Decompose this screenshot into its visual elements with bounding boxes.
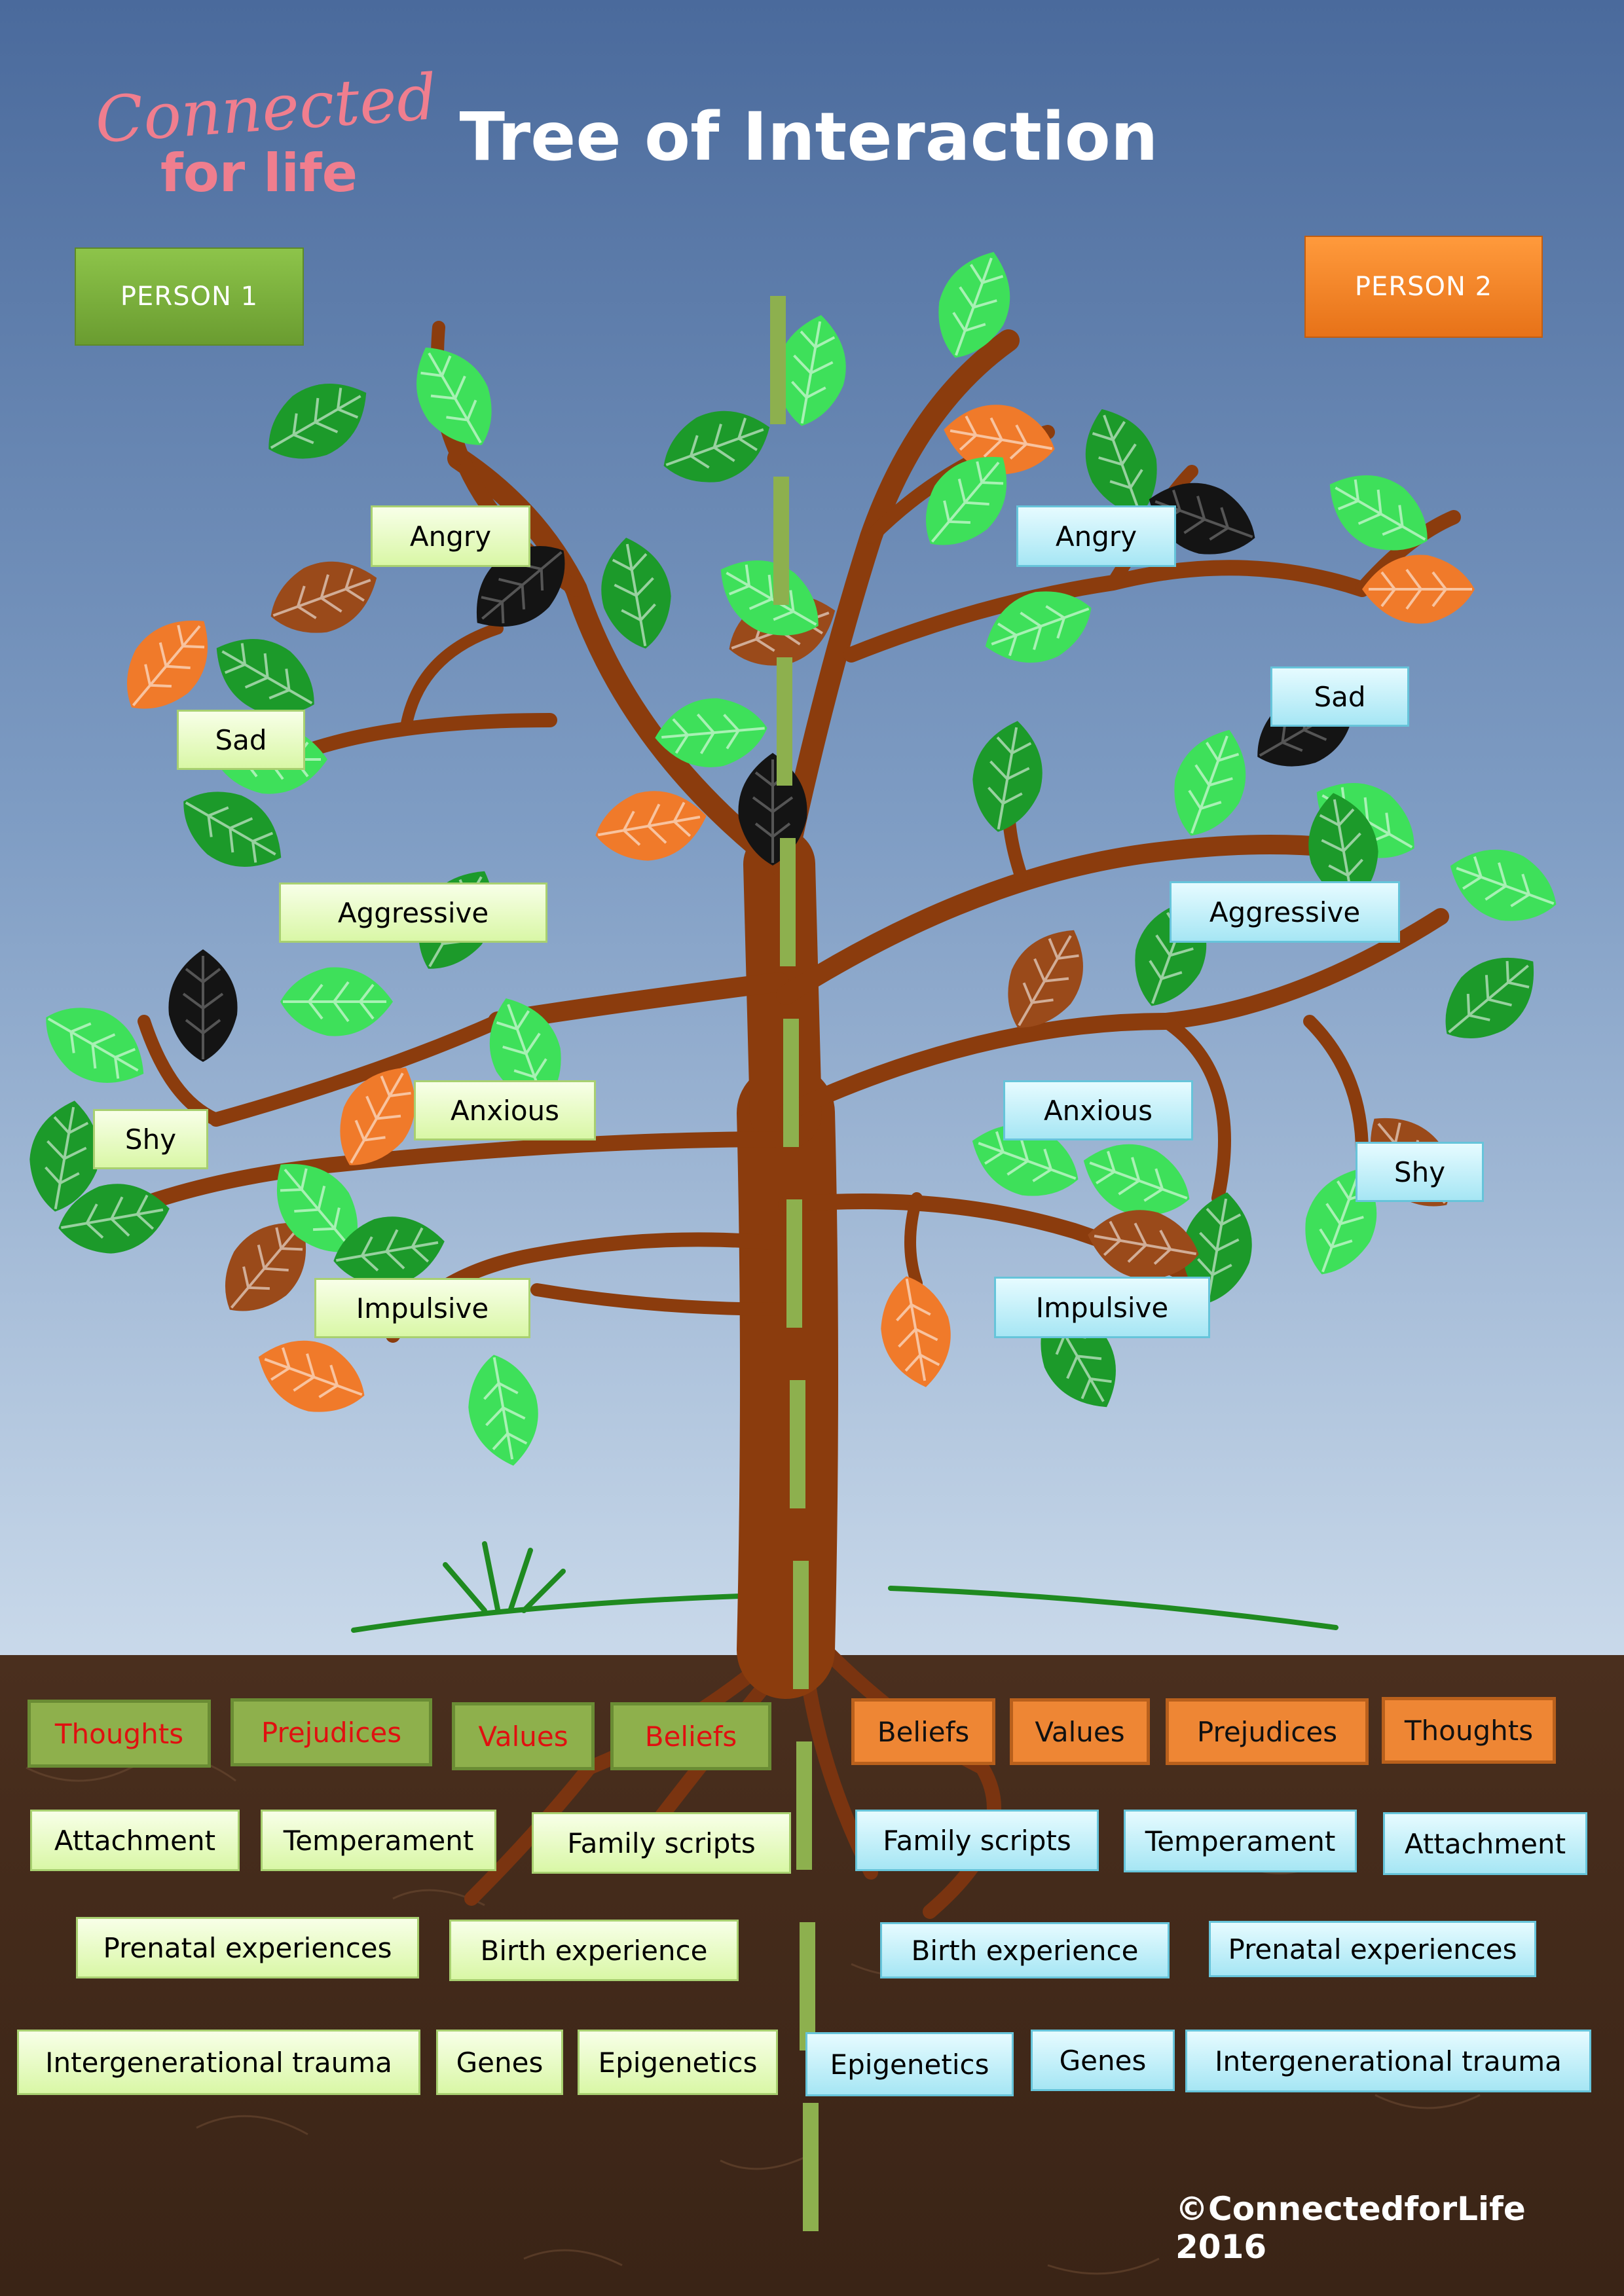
leaf [270, 561, 377, 633]
p2-sad-label: Sad [1270, 666, 1409, 727]
p1-shy-label: Shy [93, 1109, 208, 1169]
logo-for-life: for life [160, 143, 358, 204]
p1-anxious-label: Anxious [414, 1080, 596, 1140]
leaf [1008, 930, 1083, 1028]
p1-attachment-label: Attachment [30, 1810, 240, 1871]
divider-segment [777, 657, 792, 786]
leaf [29, 1101, 100, 1212]
p1-impulsive-label: Impulsive [314, 1278, 530, 1338]
p2-angry-label: Angry [1016, 505, 1176, 567]
leaf [938, 251, 1010, 358]
leaf [972, 1124, 1079, 1196]
leaf [1174, 729, 1246, 836]
p1-beliefs-label: Beliefs [610, 1702, 771, 1770]
p1-temperament-label: Temperament [261, 1810, 496, 1871]
p1-family-scripts-label: Family scripts [532, 1812, 791, 1874]
p2-impulsive-label: Impulsive [994, 1277, 1210, 1338]
p2-anxious-label: Anxious [1003, 1080, 1193, 1140]
leaf [216, 639, 314, 714]
leaf [340, 1067, 415, 1165]
divider-segment [790, 1380, 805, 1508]
leaves [29, 251, 1557, 1466]
leaf [46, 1008, 144, 1083]
grass [351, 1541, 1338, 1633]
leaf [1450, 849, 1557, 921]
divider-segment [786, 1199, 802, 1328]
p1-epigenetics-label: Epigenetics [578, 2030, 778, 2095]
copyright-notice: ©ConnectedforLife 2016 [1175, 2190, 1526, 2266]
leaf [595, 791, 707, 861]
p2-shy-label: Shy [1356, 1142, 1484, 1202]
leaf [276, 1164, 358, 1252]
leaf [333, 1216, 445, 1286]
divider-segment [770, 296, 786, 424]
p2-genes-label: Genes [1031, 2030, 1175, 2091]
leaf [416, 347, 492, 445]
p2-temperament-label: Temperament [1124, 1810, 1357, 1872]
leaf [58, 1184, 170, 1254]
person-2-badge: PERSON 2 [1304, 236, 1543, 338]
leaf [1329, 475, 1428, 551]
leaf [601, 538, 671, 649]
p1-genes-label: Genes [436, 2030, 563, 2095]
leaf [1182, 1192, 1252, 1303]
leaf [944, 405, 1055, 475]
center-dashed-divider [770, 296, 819, 2231]
leaf [925, 457, 1007, 545]
leaf [1362, 555, 1475, 624]
leaf [663, 410, 770, 483]
divider-segment [803, 2103, 819, 2231]
leaf [268, 384, 367, 459]
leaf [489, 998, 561, 1104]
p2-prenatal-label: Prenatal experiences [1209, 1921, 1536, 1977]
leaf [1445, 957, 1534, 1039]
person-1-badge: PERSON 1 [75, 247, 304, 346]
divider-segment [780, 838, 796, 966]
p2-family-scripts-label: Family scripts [855, 1810, 1099, 1871]
p1-thoughts-label: Thoughts [28, 1700, 211, 1768]
leaf [183, 792, 282, 867]
p2-values-label: Values [1010, 1698, 1150, 1765]
leaf [280, 967, 393, 1036]
p1-trauma-label: Intergenerational trauma [17, 2030, 420, 2095]
divider-segment [783, 1019, 799, 1147]
p2-aggressive-label: Aggressive [1170, 881, 1400, 943]
leaf [258, 1340, 365, 1412]
p2-birth-label: Birth experience [880, 1922, 1170, 1978]
p2-thoughts-label: Thoughts [1382, 1697, 1556, 1764]
leaf [985, 591, 1092, 663]
divider-segment [793, 1561, 809, 1689]
divider-segment [800, 1922, 815, 2050]
leaf [1083, 1144, 1190, 1216]
divider-segment [773, 477, 789, 605]
p1-prejudices-label: Prejudices [231, 1698, 432, 1766]
leaf [1088, 1210, 1199, 1280]
p2-beliefs-label: Beliefs [851, 1698, 995, 1765]
p1-values-label: Values [452, 1702, 595, 1770]
p2-prejudices-label: Prejudices [1166, 1698, 1369, 1765]
leaf [225, 1223, 306, 1311]
p2-epigenetics-label: Epigenetics [805, 2032, 1014, 2096]
leaf [972, 721, 1043, 832]
leaf [881, 1276, 951, 1387]
p1-sad-label: Sad [177, 710, 305, 770]
leaf [720, 560, 819, 636]
leaf [1308, 793, 1378, 904]
p1-angry-label: Angry [371, 505, 530, 567]
divider-segment [796, 1741, 812, 1870]
leaf [655, 698, 767, 767]
p2-attachment-label: Attachment [1383, 1812, 1587, 1875]
p2-trauma-label: Intergenerational trauma [1185, 2030, 1591, 2092]
leaf [468, 1355, 538, 1466]
p1-prenatal-label: Prenatal experiences [76, 1917, 419, 1978]
leaf [168, 949, 238, 1062]
leaf [1085, 409, 1157, 515]
page-title: Tree of Interaction [459, 98, 1158, 176]
leaf [126, 621, 208, 709]
leaf [776, 315, 846, 426]
p1-birth-label: Birth experience [449, 1920, 739, 1981]
p1-aggressive-label: Aggressive [279, 883, 547, 943]
